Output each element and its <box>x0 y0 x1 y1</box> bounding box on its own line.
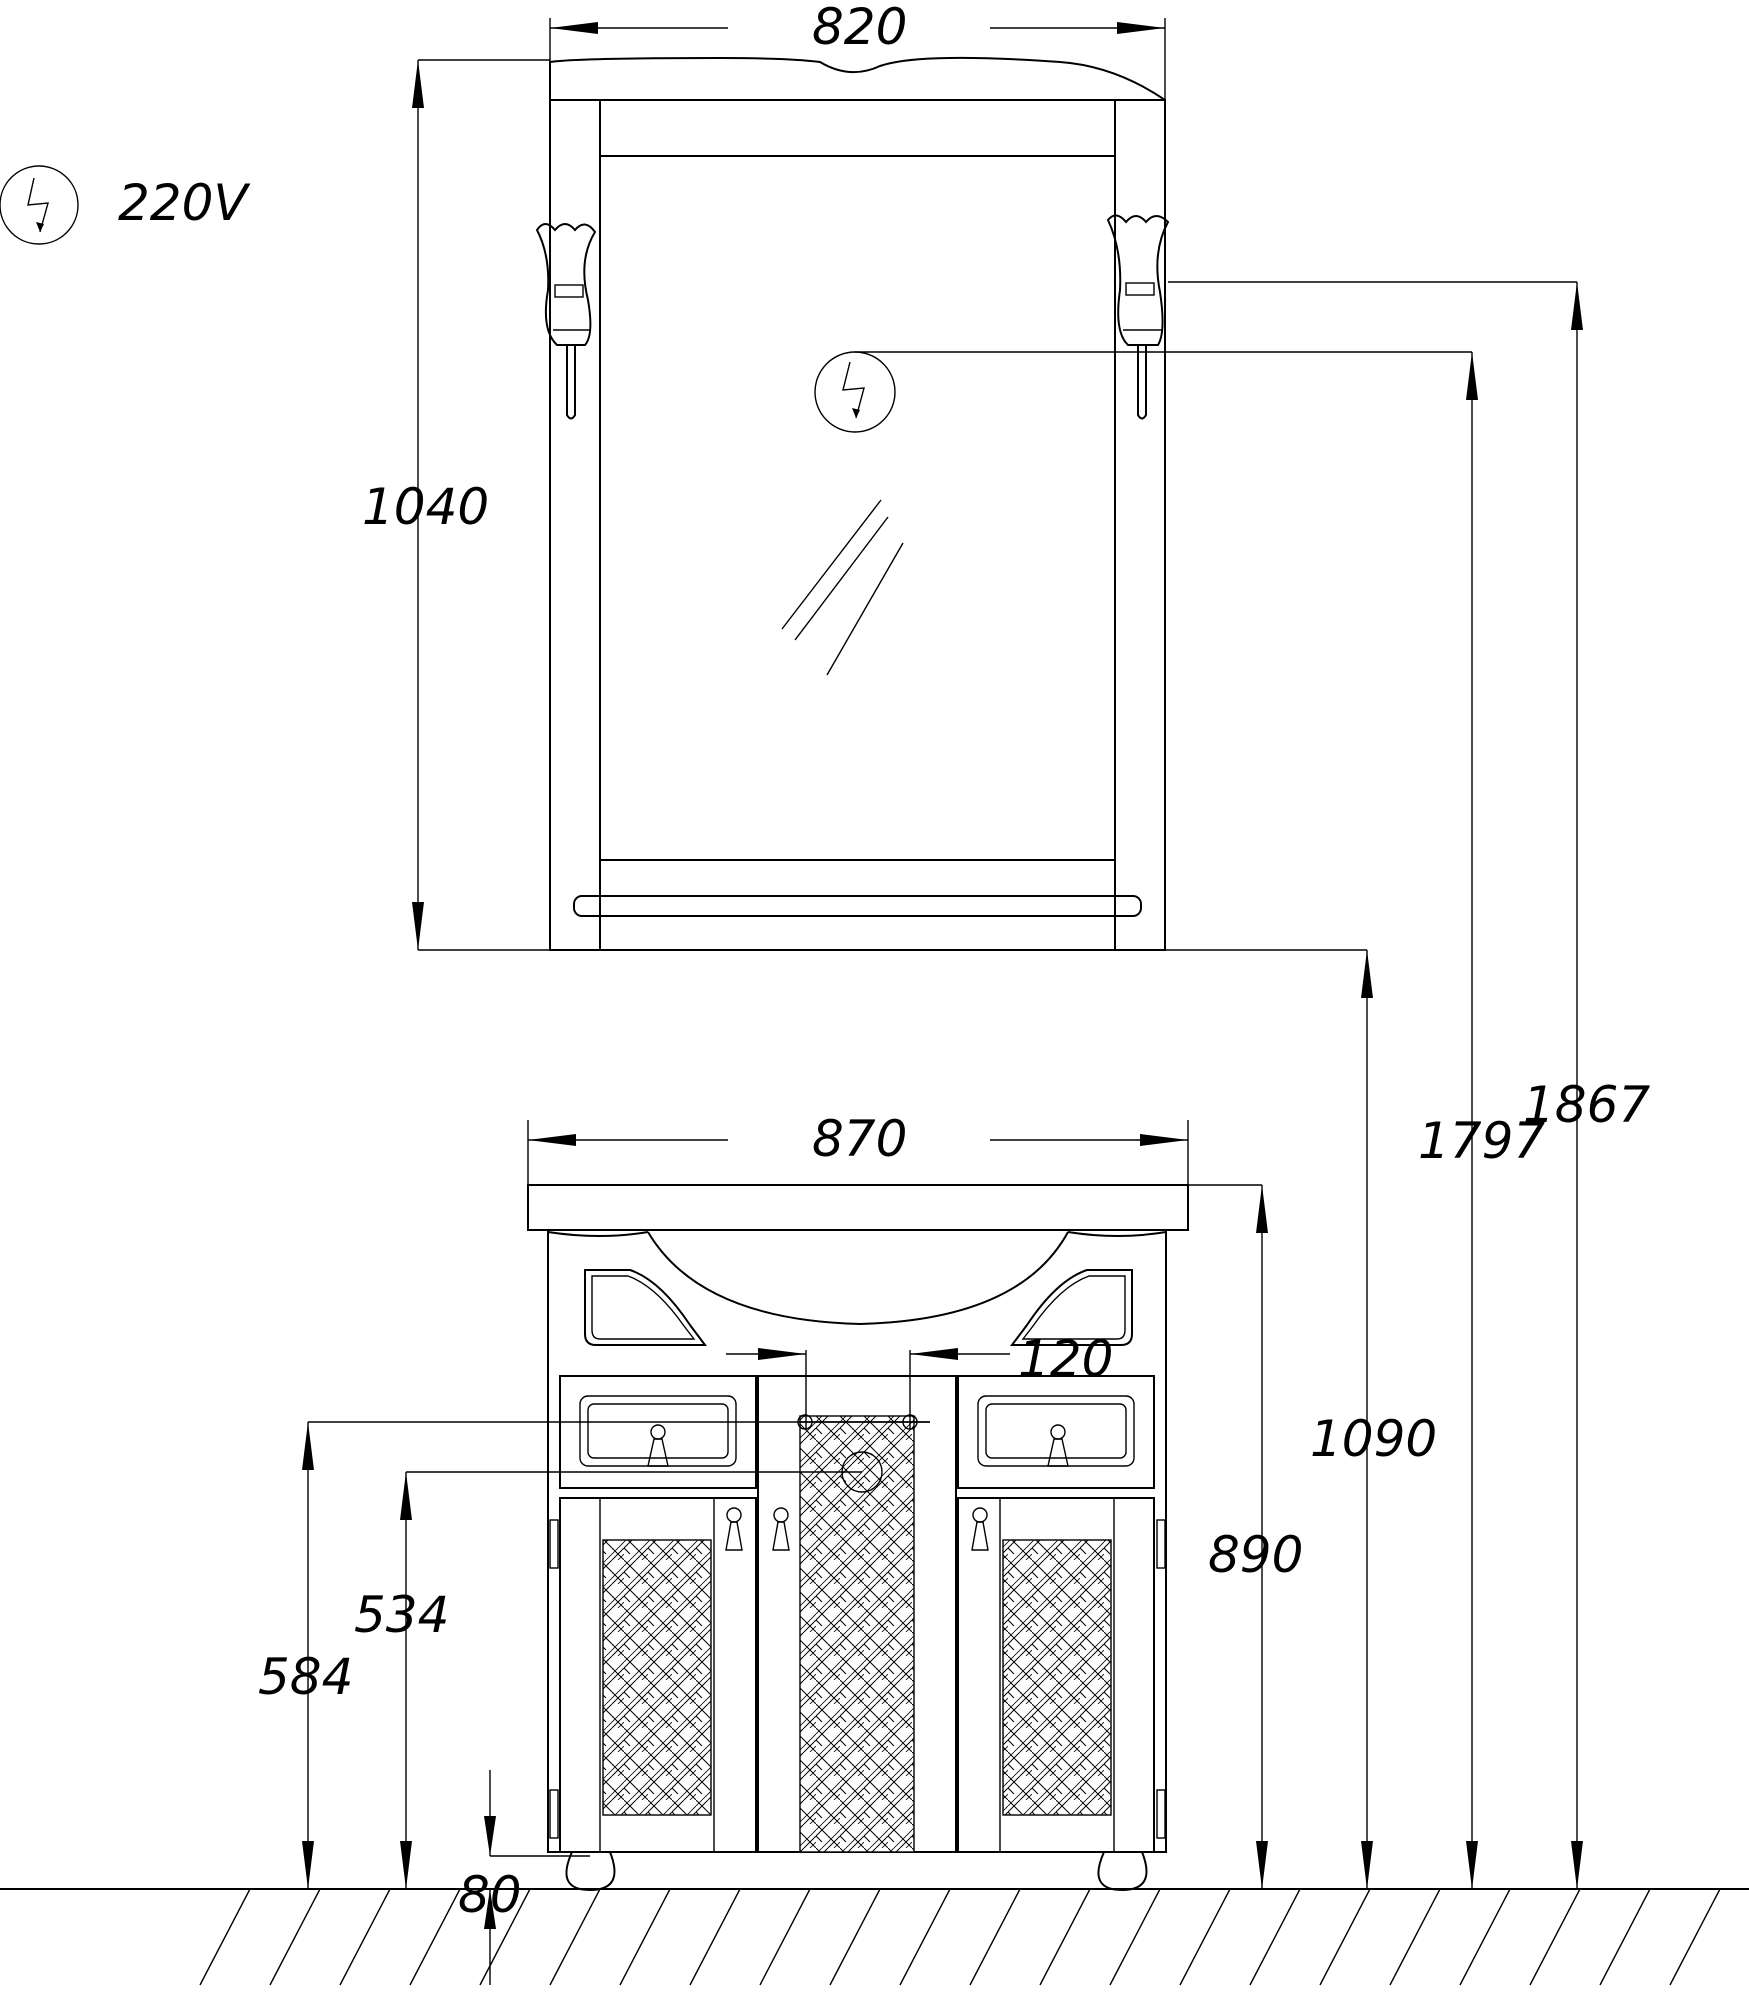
mirror-height-label: 1040 <box>362 478 489 536</box>
drawer-right-handle-icon <box>1047 1424 1069 1467</box>
mirror-outlet-icon <box>814 351 896 433</box>
pipe-height-label: 584 <box>258 1648 353 1706</box>
mirror-shelf <box>573 895 1142 917</box>
floor <box>0 1888 1749 1986</box>
drain-height-label: 534 <box>354 1586 449 1644</box>
mirror-bottom-height-label: 1090 <box>1310 1410 1437 1468</box>
drawer-left <box>559 1375 757 1489</box>
mirror-crown <box>549 56 1166 101</box>
lamp-right <box>1106 214 1170 420</box>
leg-height-label: 80 <box>458 1866 522 1924</box>
power-label: 220V <box>118 174 251 232</box>
drawer-right <box>957 1375 1155 1489</box>
center-panel <box>799 1415 915 1853</box>
floor-hatching <box>199 1888 1721 1986</box>
door-handle-icon <box>725 1507 989 1551</box>
apron-right <box>1067 1231 1167 1237</box>
outlet-height-label: 1797 <box>1418 1112 1545 1170</box>
apron-vent-left <box>584 1269 707 1346</box>
apron-left <box>547 1231 649 1237</box>
lamp-left <box>535 223 597 420</box>
lamp-height-label: 1867 <box>1523 1076 1650 1134</box>
sink-offset-label: 120 <box>1018 1330 1113 1388</box>
vanity-cabinet <box>527 1184 1189 1892</box>
drawer-left-handle-icon <box>647 1424 669 1467</box>
sink-bowl <box>647 1231 1069 1326</box>
leg-left <box>565 1851 616 1892</box>
mirror <box>535 56 1170 951</box>
power-legend: 220V <box>0 165 251 245</box>
dimension-lines <box>302 18 1583 1985</box>
electric-outlet-icon <box>0 165 79 245</box>
cabinet-height-label: 890 <box>1208 1526 1303 1584</box>
cabinet-width-label: 870 <box>812 1110 907 1168</box>
mirror-frame-outer <box>549 99 1166 951</box>
leg-right <box>1097 1851 1148 1892</box>
hinges <box>549 1519 1166 1839</box>
mirror-width-label: 820 <box>812 0 907 56</box>
door-right-panel <box>1002 1539 1112 1816</box>
mirror-glass-reflection <box>781 499 904 676</box>
dimension-labels: 820 1040 870 120 890 1090 1797 1867 534 … <box>258 0 1650 1924</box>
door-left-panel <box>602 1539 712 1816</box>
apron-vent-right <box>1010 1269 1133 1346</box>
countertop <box>527 1184 1189 1231</box>
